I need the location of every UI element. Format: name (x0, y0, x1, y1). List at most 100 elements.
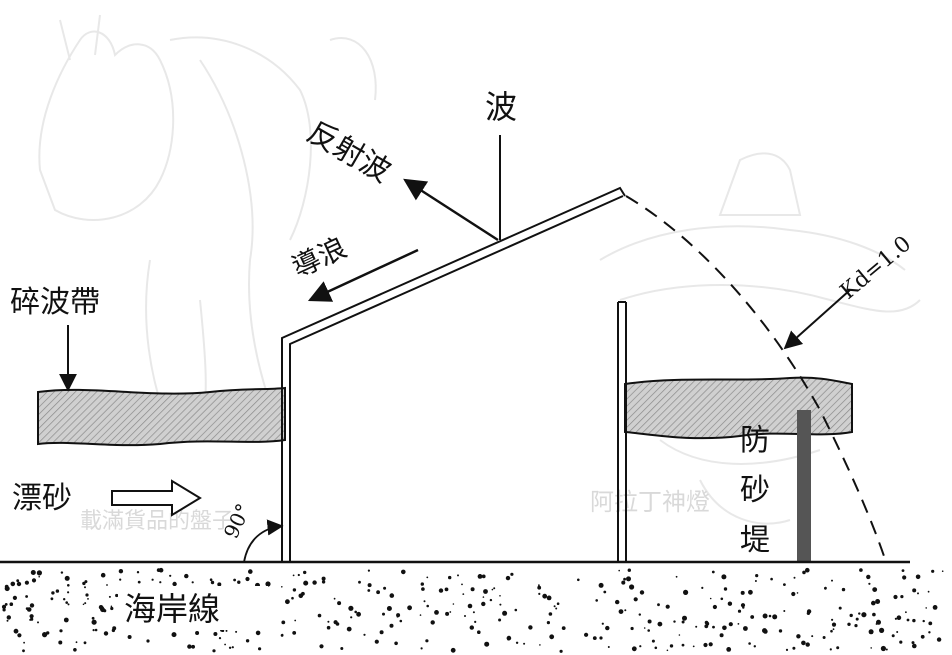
sand-dot (651, 639, 655, 643)
sand-dot (430, 620, 435, 625)
sand-dot (719, 633, 724, 638)
sand-dot (792, 646, 796, 650)
sand-dot (549, 634, 555, 640)
sand-dot (470, 587, 475, 592)
sand-dot (24, 580, 29, 585)
sand-dot (281, 620, 286, 625)
sand-dot (753, 645, 756, 648)
sand-dot (772, 614, 778, 620)
sand-dot (623, 577, 626, 581)
sand-dot (321, 580, 326, 584)
sand-dot (26, 607, 32, 612)
sand-dot (401, 569, 406, 575)
sand-dot (742, 606, 745, 609)
sand-dot (111, 628, 116, 633)
sand-dot (750, 615, 755, 619)
kd-diffraction-curve (625, 195, 887, 563)
sand-dot (523, 642, 526, 645)
sand-dot (858, 612, 861, 615)
sand-dot (386, 606, 392, 611)
sand-dot (280, 634, 284, 637)
sand-dot (647, 629, 650, 632)
sand-dot (462, 593, 465, 595)
sand-dot (507, 637, 510, 641)
sand-dot (450, 647, 456, 653)
sand-dot (841, 587, 846, 592)
sand-dot (191, 644, 196, 649)
sand-dot (762, 628, 767, 634)
sand-dot (861, 612, 867, 618)
sand-dot (824, 586, 827, 590)
sand-dot (805, 567, 810, 573)
sand-dot (23, 641, 25, 644)
sand-dot (382, 612, 385, 616)
sand-dot (603, 590, 607, 594)
watermark-left: 載滿貨品的盤子 (80, 509, 234, 534)
sand-dot (682, 615, 687, 621)
sand-dot (291, 596, 294, 600)
angle-arc (243, 519, 284, 563)
sand-dot (796, 634, 801, 639)
sand-dot (712, 625, 715, 629)
sand-dot (83, 641, 87, 645)
sand-dot (553, 605, 556, 608)
sand-dot (379, 630, 384, 635)
sand-dot (210, 580, 215, 585)
sand-dot (902, 575, 907, 580)
sand-dot (59, 629, 63, 633)
sand-dot (936, 637, 942, 642)
sand-dot (514, 608, 518, 612)
sand-dot (354, 610, 358, 614)
sand-dot (598, 582, 604, 588)
sand-dot (783, 610, 786, 612)
sand-dot (297, 573, 300, 577)
sand-dot (859, 568, 863, 572)
sand-dot (13, 628, 19, 634)
sand-dot (110, 606, 114, 611)
sand-dot (491, 588, 494, 591)
sand-dot (115, 593, 119, 598)
sand-dot (681, 643, 685, 647)
sand-dot (832, 628, 835, 631)
guided-wave-label: 導浪 (287, 231, 352, 285)
sand-dot (740, 603, 746, 608)
sand-dot (25, 595, 28, 598)
sand-dot (374, 639, 379, 644)
sand-dot (218, 637, 222, 640)
sand-dot (62, 598, 66, 601)
sand-dot (849, 613, 853, 618)
sand-dot (498, 618, 502, 622)
sand-dike-label-1: 防 (740, 423, 770, 458)
sand-dot (703, 642, 708, 648)
sand-dot (108, 595, 111, 598)
sand-dot (920, 634, 925, 639)
sand-dot (58, 640, 63, 645)
sand-dot (146, 639, 150, 643)
sand-dot (6, 615, 11, 620)
sand-dot (438, 588, 444, 593)
sand-dot (303, 580, 309, 586)
sand-dot (678, 634, 681, 636)
sand-dot (22, 649, 25, 653)
sand-dot (376, 590, 380, 595)
sand-dot (847, 622, 851, 626)
sand-dot (872, 612, 876, 617)
sand-dot (912, 643, 917, 649)
coastline-label-bg (118, 586, 268, 630)
sand-dot (721, 574, 727, 580)
sand-dot (879, 627, 885, 634)
sand-dot (868, 629, 874, 635)
sand-dot (340, 647, 344, 650)
sand-dot (748, 589, 753, 595)
sand-dots (1, 567, 944, 653)
sand-dot (577, 578, 580, 582)
sand-dot (67, 603, 70, 606)
sand-dot (119, 578, 122, 581)
sand-dot (618, 609, 624, 614)
sand-dot (67, 591, 70, 594)
sand-dot (245, 639, 250, 643)
sand-dot (708, 642, 713, 647)
sand-dot (727, 601, 733, 606)
sand-dot (911, 641, 915, 645)
sand-dot (906, 618, 910, 622)
